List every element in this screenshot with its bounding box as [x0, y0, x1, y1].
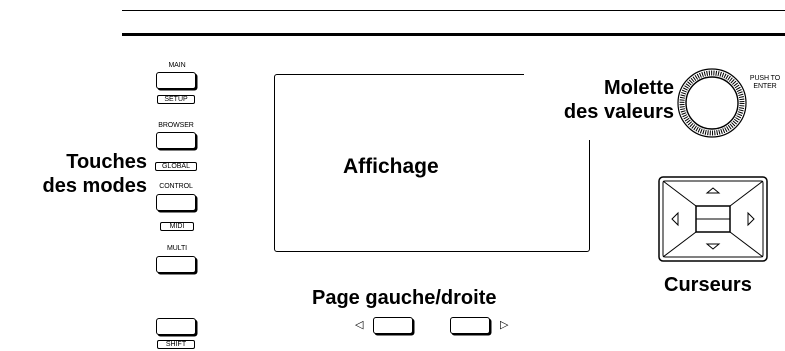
mode-keys-label-line1: Touches: [66, 151, 147, 173]
cursors-label: Curseurs: [664, 274, 752, 296]
page-left-arrow-icon: ◁: [355, 319, 364, 331]
cursor-pad: [658, 176, 768, 262]
cursor-up-button[interactable]: [705, 187, 721, 194]
page-left-button[interactable]: [373, 317, 413, 334]
value-knob-label-line1: Molette: [604, 77, 674, 99]
panel-edge-rule: [122, 33, 785, 36]
display-label: Affichage: [343, 155, 439, 178]
setup-label: SETUP: [157, 95, 195, 104]
main-button[interactable]: [156, 72, 196, 89]
page-right-button[interactable]: [450, 317, 490, 334]
multi-label: MULTI: [167, 245, 187, 252]
display-screen: [274, 74, 590, 252]
mode-keys-label-line2: des modes: [42, 175, 147, 197]
midi-label: MIDI: [160, 222, 194, 231]
cursor-left-button[interactable]: [671, 211, 679, 227]
push-to-enter-label: PUSH TO ENTER: [745, 75, 785, 91]
browser-button[interactable]: [156, 132, 196, 149]
global-label: GLOBAL: [155, 162, 197, 171]
browser-label: BROWSER: [158, 122, 194, 129]
cursor-right-button[interactable]: [747, 211, 755, 227]
control-label: CONTROL: [159, 183, 193, 190]
push-to-enter-line1: PUSH TO: [749, 75, 781, 82]
control-button[interactable]: [156, 194, 196, 211]
value-knob-label-line2: des valeurs: [563, 101, 674, 123]
main-label: MAIN: [168, 62, 186, 69]
value-knob-label: Molette des valeurs: [564, 76, 674, 124]
display-frame-gap: [524, 72, 592, 140]
shift-label: SHIFT: [157, 340, 195, 349]
value-knob-icon[interactable]: [674, 65, 750, 141]
cursor-down-button[interactable]: [705, 243, 721, 250]
shift-button[interactable]: [156, 318, 196, 335]
mode-keys-label: Touches des modes: [43, 150, 147, 198]
multi-button[interactable]: [156, 256, 196, 273]
top-rule: [122, 10, 785, 11]
push-to-enter-line2: ENTER: [753, 83, 777, 90]
page-left-right-label: Page gauche/droite: [312, 287, 497, 309]
page-right-arrow-icon: ▷: [500, 319, 509, 331]
